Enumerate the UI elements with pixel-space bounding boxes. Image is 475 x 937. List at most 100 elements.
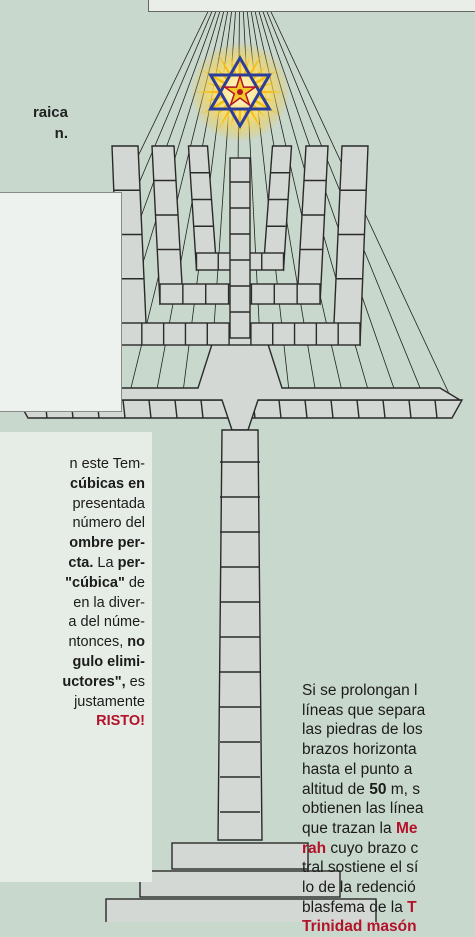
- glow-spike: [217, 52, 233, 78]
- text-line: ombre per-: [0, 534, 145, 554]
- text-segment: obtienen las línea: [302, 800, 424, 818]
- right-arm: [263, 145, 293, 272]
- glow-spike: [194, 90, 223, 94]
- text-line: obtienen las línea: [302, 799, 475, 819]
- crossbar-seam: [148, 399, 152, 419]
- text-line: presentada: [0, 495, 145, 515]
- text-segment: cta.: [68, 554, 94, 571]
- text-line: "cúbica" de: [0, 574, 145, 594]
- text-line: blasfema de la T: [302, 898, 475, 918]
- pillar: [217, 429, 263, 841]
- glow-spike: [257, 90, 286, 94]
- highlight-text: RISTO!: [96, 713, 145, 730]
- text-line: Si se prolongan l: [302, 681, 475, 701]
- crossbar-seam: [278, 399, 282, 419]
- left-image-panel: [0, 192, 122, 412]
- text-line: ntonces, no: [0, 633, 145, 653]
- text-line: cúbicas en: [0, 475, 145, 495]
- text-line: las piedras de los: [302, 720, 475, 740]
- crossbar-seam: [434, 399, 438, 419]
- text-line: RISTO!: [0, 712, 145, 732]
- text-line: n este Tem-: [0, 455, 146, 475]
- glow-spike: [217, 106, 233, 132]
- text-segment: presentada: [72, 495, 145, 512]
- step-middle: [139, 870, 341, 898]
- crossbar-seam: [174, 399, 178, 419]
- star-center: [237, 89, 243, 95]
- text-segment: lo de la redenció: [302, 879, 416, 897]
- glow-spike: [214, 103, 229, 118]
- text-line: lo de la redenció: [302, 878, 475, 898]
- step-top: [171, 842, 309, 870]
- text-segment: cúbicas en: [70, 475, 145, 492]
- crossbar-seam: [200, 399, 204, 419]
- text-segment: altitud de: [302, 780, 370, 798]
- text-segment: número del: [72, 515, 145, 532]
- section-heading: raica n.: [0, 102, 68, 144]
- left-arm: [187, 145, 217, 272]
- text-line: hasta el punto a: [302, 760, 475, 780]
- text-segment: blasfema de la: [302, 898, 408, 916]
- text-segment: que trazan la: [302, 819, 396, 837]
- text-line: rah cuyo brazo c: [302, 839, 475, 859]
- text-segment: ntonces,: [68, 634, 128, 651]
- text-segment: tral sostiene el sí: [302, 859, 419, 877]
- text-line: tral sostiene el sí: [302, 858, 475, 878]
- text-line: a del núme-: [0, 613, 145, 633]
- star-of-david-icon: [190, 42, 290, 142]
- text-line: líneas que separa: [302, 701, 475, 721]
- text-line: en la diver-: [0, 594, 145, 614]
- crossbar-seam: [382, 399, 386, 419]
- right-paragraph: Si se prolongan l líneas que separa las pi…: [302, 681, 475, 937]
- text-segment: uctores",: [62, 673, 126, 690]
- highlight-text: Me: [395, 819, 418, 837]
- crossbar-seam: [356, 399, 360, 419]
- right-arm: [333, 145, 369, 347]
- text-segment: La: [93, 554, 118, 571]
- glow-spike: [247, 106, 263, 132]
- glow-spike: [214, 66, 229, 81]
- text-segment: n este Tem-: [69, 456, 146, 472]
- text-line: uctores", es: [0, 673, 145, 693]
- glow-spike: [247, 52, 263, 78]
- text-segment: hasta el punto a: [302, 760, 413, 778]
- crossbar-seam: [304, 399, 308, 419]
- menorah-figure: [16, 145, 464, 922]
- top-caption-box: [148, 0, 475, 12]
- text-line: Trinidad masón: [302, 917, 475, 937]
- text-segment: líneas que separa: [302, 701, 426, 719]
- text-segment: de: [124, 574, 145, 591]
- text-segment: no: [127, 634, 145, 651]
- text-segment: en la diver-: [73, 594, 145, 611]
- crossbar-seam: [408, 399, 412, 419]
- text-line: cta. La per-: [0, 554, 145, 574]
- text-segment: 50: [369, 780, 387, 798]
- text-segment: a del núme-: [68, 614, 145, 631]
- star-triangle: [207, 54, 273, 111]
- heading-line: n.: [54, 125, 68, 142]
- text-segment: cuyo brazo c: [326, 839, 419, 857]
- text-line: que trazan la Me: [302, 819, 475, 839]
- text-line: brazos horizonta: [302, 740, 475, 760]
- glow-spike: [251, 66, 266, 81]
- glow-spike: [251, 103, 266, 118]
- highlight-text: rah: [302, 839, 327, 857]
- text-segment: m, s: [386, 780, 421, 798]
- heading-line: raica: [32, 104, 68, 121]
- text-segment: per-: [117, 554, 145, 571]
- highlight-text: T: [407, 898, 417, 916]
- crossbar-seam: [330, 399, 334, 419]
- text-segment: las piedras de los: [302, 721, 423, 739]
- right-arm: [297, 145, 329, 306]
- highlight-text: Trinidad masón: [302, 918, 417, 936]
- text-segment: Si se prolongan l: [302, 682, 418, 699]
- center-shaft: [229, 157, 251, 339]
- text-line: gulo elimi-: [0, 653, 146, 673]
- text-segment: gulo elimi-: [72, 653, 146, 670]
- text-segment: es: [125, 673, 145, 690]
- left-arm: [151, 145, 183, 306]
- text-segment: "cúbica": [65, 574, 125, 591]
- step-bottom: [105, 898, 377, 922]
- text-segment: brazos horizonta: [302, 741, 417, 759]
